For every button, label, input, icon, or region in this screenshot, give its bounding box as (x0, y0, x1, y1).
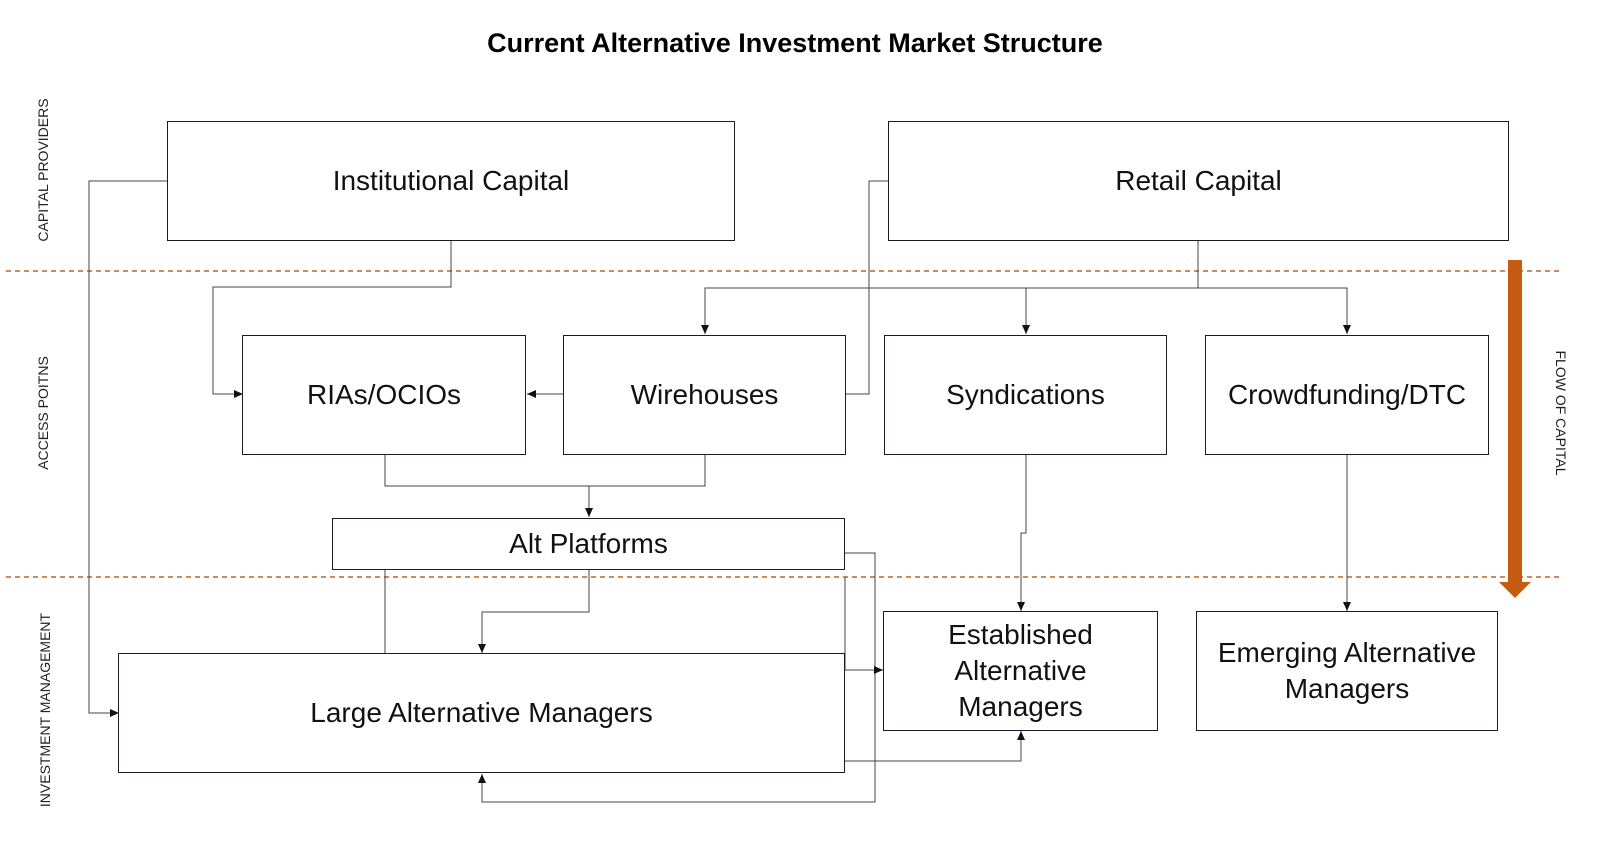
node-institutional-capital: Institutional Capital (167, 121, 735, 241)
connector-alt-platforms-loop (478, 552, 876, 803)
connector-retail-to-wirehouses-side (846, 180, 889, 395)
node-label: Alt Platforms (509, 528, 668, 559)
connector-retail-to-crowdfunding (1198, 287, 1351, 334)
node-established-alternative-managers: Established Alternative Managers (883, 611, 1158, 731)
node-rias-ocios: RIAs/OCIOs (242, 335, 526, 455)
diagram-title: Current Alternative Investment Market St… (487, 28, 1103, 58)
node-label-line: Managers (958, 691, 1083, 722)
flow-of-capital-arrow (1499, 260, 1531, 598)
connector-alt-platforms-to-large-managers (478, 570, 590, 653)
node-label-line: Emerging Alternative (1217, 637, 1477, 668)
node-label: Syndications (946, 379, 1105, 410)
node-label: Wirehouses (630, 379, 779, 410)
node-alt-platforms: Alt Platforms (332, 518, 845, 570)
node-crowdfunding-dtc: Crowdfunding/DTC (1205, 335, 1489, 455)
node-emerging-alternative-managers: Emerging Alternative Managers (1196, 611, 1498, 731)
node-large-alternative-managers: Large Alternative Managers (118, 653, 845, 773)
node-label: RIAs/OCIOs (306, 379, 461, 410)
node-label: Large Alternative Managers (310, 697, 653, 728)
connector-alt-platforms-to-established (844, 577, 883, 674)
connector-institutional-to-large-managers (88, 180, 168, 717)
connector-wirehouses-to-alt-platforms (585, 455, 706, 517)
node-label: Institutional Capital (332, 165, 570, 196)
node-label-line: Established (948, 619, 1093, 650)
node-retail-capital: Retail Capital (888, 121, 1509, 241)
connector-syndications-to-established (1017, 455, 1027, 611)
node-label-line: Managers (1284, 673, 1410, 704)
node-label-line: Alternative (954, 655, 1087, 686)
connector-rias-to-alt-platforms (384, 455, 589, 487)
connector-retail-to-wirehouses (701, 241, 1199, 334)
node-wirehouses: Wirehouses (563, 335, 846, 455)
connector-large-to-established (845, 731, 1025, 762)
connector-institutional-to-rias (212, 241, 452, 398)
node-label: Retail Capital (1115, 165, 1282, 196)
node-label: Crowdfunding/DTC (1227, 379, 1467, 410)
node-syndications: Syndications (884, 335, 1167, 455)
